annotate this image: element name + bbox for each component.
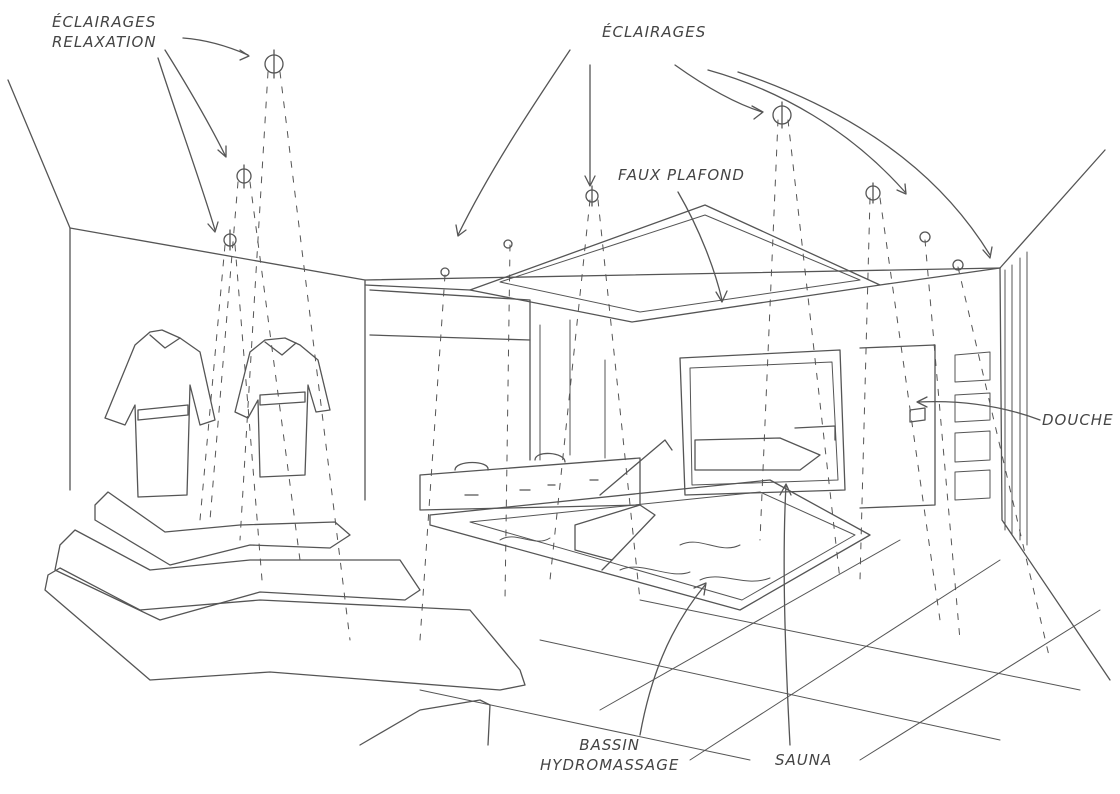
light-beams	[199, 71, 1051, 661]
bathrobe-right	[234, 337, 331, 478]
ceiling-light-fixtures	[223, 49, 964, 277]
douche-cabin	[859, 344, 991, 509]
faux-plafond-shape	[364, 204, 1001, 323]
label-faux-plafond: FAUX PLAFOND	[618, 166, 745, 184]
label-sauna: SAUNA	[775, 751, 833, 769]
label-eclairages-relaxation-line2: RELAXATION	[52, 33, 157, 51]
label-douche: DOUCHE	[1042, 411, 1114, 429]
hydromassage-pool	[429, 439, 871, 611]
bathrobe-left	[104, 329, 216, 498]
label-bassin-hydromassage: BASSIN HYDROMASSAGE	[540, 735, 679, 775]
label-bassin-hydromassage-line1: BASSIN	[579, 736, 640, 754]
label-eclairages-relaxation-line1: ÉCLAIRAGES	[52, 13, 157, 31]
floor-tiles	[419, 539, 1101, 761]
label-eclairages: ÉCLAIRAGES	[602, 23, 707, 41]
room-shell	[7, 79, 1111, 681]
sauna-cabin	[679, 349, 846, 496]
relaxation-loungers	[44, 491, 526, 746]
vanity-counter	[369, 319, 641, 511]
annotation-leaders	[157, 37, 1041, 746]
label-bassin-hydromassage-line2: HYDROMASSAGE	[540, 756, 680, 774]
label-eclairages-relaxation: ÉCLAIRAGES RELAXATION	[52, 12, 157, 52]
